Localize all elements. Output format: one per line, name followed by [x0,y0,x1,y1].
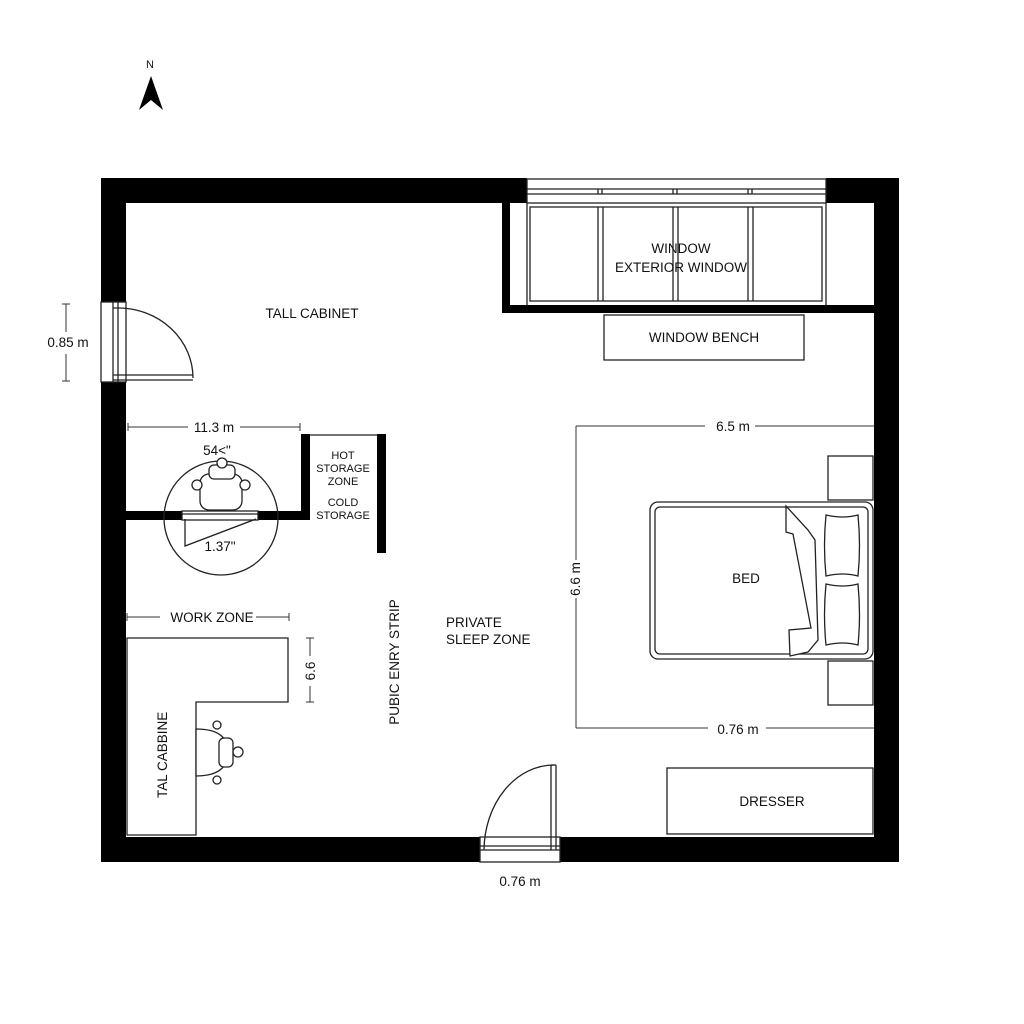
dresser: DRESSER [666,767,874,835]
storage-zone: HOT STORAGE ZONE COLD STORAGE [316,450,370,522]
door-swing-arc [117,307,194,379]
sleep-zone-line2: SLEEP ZONE [446,632,531,647]
storage-wall-left [301,434,310,520]
wall-bottom-right [560,837,899,862]
exterior-window-sill [526,178,827,204]
hot-storage-line1: HOT [331,450,355,462]
bed-zone-top-label: 6.5 m [716,419,750,434]
hot-storage-line2: STORAGE [316,463,370,475]
hot-storage-line3: ZONE [328,476,359,488]
l-desk-shape [126,637,289,836]
dresser-label: DRESSER [739,794,805,809]
desk-depth-dimension: 6.6 [303,637,318,703]
chair-clearance-label: 54<" [203,443,231,458]
interior-walls [126,434,386,553]
north-indicator: N [139,59,163,110]
pillow-bottom [823,583,861,646]
wall-left-upper [101,178,126,302]
window-bench: WINDOW BENCH [603,314,805,361]
north-label: N [146,59,154,71]
window-label: WINDOW [651,241,710,256]
left-door [100,301,194,383]
cold-storage-line2: STORAGE [316,510,370,522]
nightstand-top [827,455,874,501]
alcove-wall-bottom [502,305,874,313]
alcove-wall-left [502,203,510,313]
work-zone-label: WORK ZONE [170,610,253,625]
wall-top-left [101,178,527,203]
closet-wall-right [258,511,310,520]
cold-storage-line1: COLD [328,497,359,509]
wall-bottom-left [101,837,480,862]
closet-dim-label: 11.3 m [194,420,234,435]
storage-wall-right [377,434,386,553]
folded-blanket [785,504,819,657]
bed-zone-dimensions: 6.5 m 6.6 m 0.76 m [568,419,874,737]
closet-wall-left [126,511,182,520]
window-frame [529,206,823,302]
wall-left-lower [101,382,126,862]
entry-door-swing-arc [483,764,555,851]
north-arrow-icon [139,76,163,110]
dresser-shape [666,767,874,835]
entry-strip-label: PUBIC ENRY STRIP [387,599,402,725]
tall-cabinet-label: TALL CABINET [265,306,358,321]
door-swing-triangle [184,518,257,547]
bed-zone-height-label: 6.6 m [568,562,583,596]
exterior-walls [101,178,899,862]
window-bench-shape [603,314,805,361]
closet-chair-area: 1.37" [163,457,279,576]
desk-depth-label: 6.6 [303,662,318,681]
nightstand-bottom [827,660,874,706]
window-bench-label: WINDOW BENCH [649,330,759,345]
chair-icon [191,457,251,511]
door-swing-label: 1.37" [204,539,235,554]
bed-zone-bottom-label: 0.76 m [717,722,758,737]
l-desk: TAL CABBINE [126,637,289,836]
pillow-top [823,514,861,577]
entry-door: 0.76 m [479,764,561,889]
exterior-window-label: EXTERIOR WINDOW [615,260,747,275]
bed: BED [649,501,874,660]
left-door-dimension: 0.85 m [47,303,89,382]
sleep-zone-line1: PRIVATE [446,615,502,630]
bed-frame [649,501,874,660]
left-door-dim-label: 0.85 m [47,335,88,350]
closet-dimension: 11.3 m [127,420,301,435]
desk-chair-icon [195,720,244,785]
window-alcove: WINDOW EXTERIOR WINDOW [502,178,874,313]
bed-label: BED [732,571,760,586]
work-zone-dimension: WORK ZONE [126,610,290,625]
tall-cabinet-side-label: TAL CABBINE [155,712,170,798]
entry-door-dim-label: 0.76 m [499,874,540,889]
wall-right [874,178,899,862]
